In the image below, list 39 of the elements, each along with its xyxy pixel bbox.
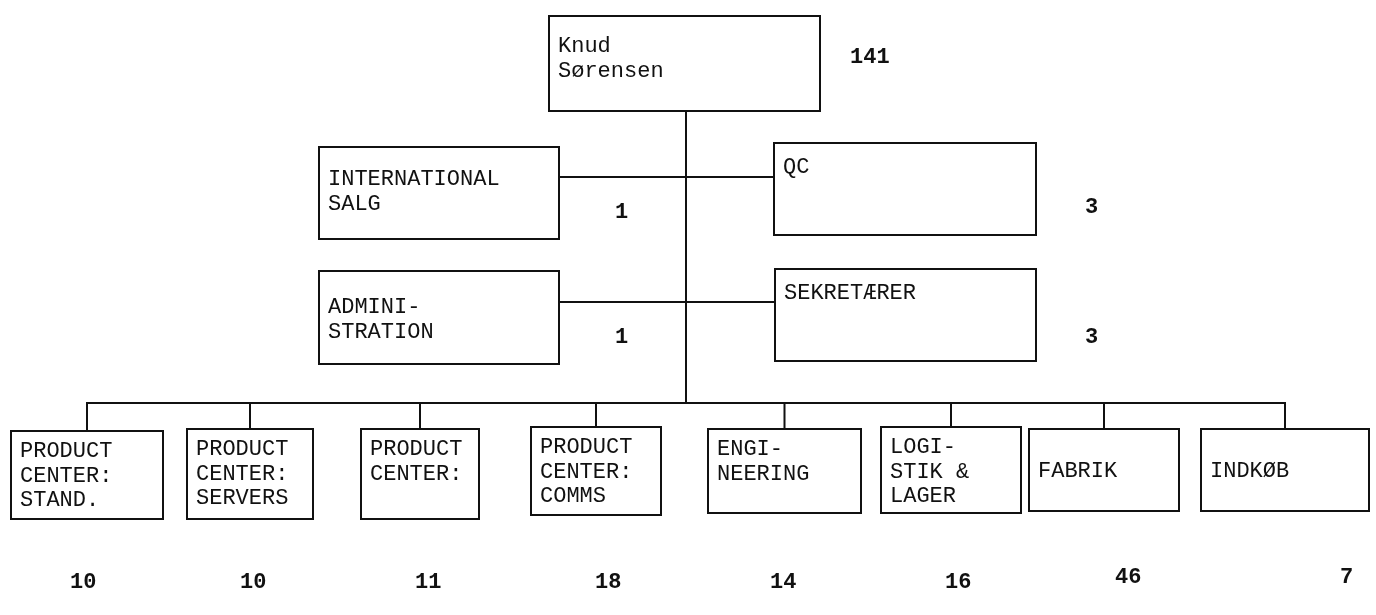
department-box bbox=[1200, 428, 1370, 512]
headcount: 46 bbox=[1115, 565, 1142, 590]
unit-name: PRODUCT CENTER: bbox=[370, 438, 464, 488]
unit-name: PRODUCT CENTER: STAND. bbox=[20, 440, 114, 514]
unit-name: PRODUCT CENTER: SERVERS bbox=[196, 438, 290, 512]
headcount: 1 bbox=[615, 200, 629, 225]
headcount: 141 bbox=[850, 45, 890, 70]
headcount: 11 bbox=[415, 570, 442, 595]
department-box bbox=[318, 146, 560, 240]
department-box bbox=[530, 426, 662, 516]
department-box bbox=[1028, 428, 1180, 512]
unit-name: Knud Sørensen bbox=[558, 35, 665, 85]
unit-name: ENGI- NEERING bbox=[717, 438, 811, 488]
department-box bbox=[10, 430, 164, 520]
headcount: 3 bbox=[1085, 195, 1099, 220]
unit-name: INTERNATIONAL SALG bbox=[328, 168, 501, 218]
headcount: 16 bbox=[945, 570, 972, 595]
headcount: 14 bbox=[770, 570, 797, 595]
unit-name: SEKRETÆRER bbox=[784, 282, 918, 307]
unit-name: QC bbox=[783, 156, 811, 181]
department-box bbox=[318, 270, 560, 365]
unit-name: FABRIK bbox=[1038, 460, 1119, 485]
department-box bbox=[773, 142, 1037, 236]
unit-name: LOGI- STIK & LAGER bbox=[890, 436, 971, 510]
headcount: 1 bbox=[615, 325, 629, 350]
headcount: 10 bbox=[70, 570, 97, 595]
department-box bbox=[880, 426, 1022, 514]
headcount: 18 bbox=[595, 570, 622, 595]
headcount: 7 bbox=[1340, 565, 1354, 590]
manager-box bbox=[548, 15, 821, 112]
unit-name: INDKØB bbox=[1210, 460, 1291, 485]
department-box bbox=[360, 428, 480, 520]
unit-name: ADMINI- STRATION bbox=[328, 296, 435, 346]
department-box bbox=[707, 428, 862, 514]
department-box bbox=[186, 428, 314, 520]
department-box bbox=[774, 268, 1037, 362]
unit-name: PRODUCT CENTER: COMMS bbox=[540, 436, 634, 510]
headcount: 3 bbox=[1085, 325, 1099, 350]
headcount: 10 bbox=[240, 570, 267, 595]
